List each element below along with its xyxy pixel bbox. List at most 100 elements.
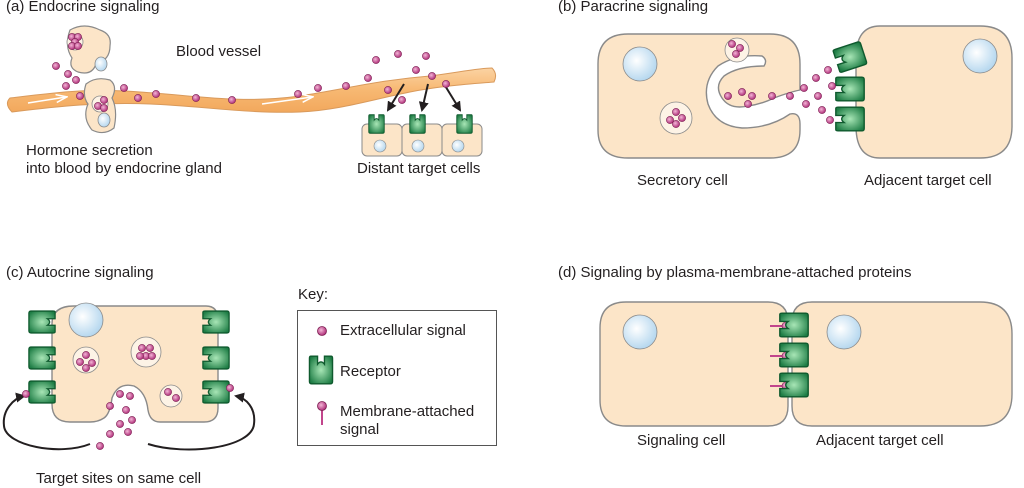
key-label-receptor: Receptor (340, 363, 401, 380)
extracellular-signal-dot (120, 84, 128, 92)
extracellular-signal-dot (124, 428, 132, 436)
receptor-icon (28, 346, 56, 370)
adjacent-target-cell (791, 301, 1013, 427)
receptor-icon (28, 380, 56, 404)
arrow (443, 83, 462, 112)
extracellular-signal-dot (88, 359, 96, 367)
panel-b-paracrine (597, 25, 1013, 159)
extracellular-signal-dot (148, 352, 156, 360)
receptor-icon (835, 76, 865, 102)
extracellular-signal-dot (732, 50, 740, 58)
extracellular-signal-dot (74, 42, 82, 50)
arrow (386, 83, 405, 112)
panel-a-title: (a) Endocrine signaling (6, 0, 160, 15)
extracellular-signal-dot (72, 76, 80, 84)
arrow (2, 392, 91, 451)
extracellular-signal-dot (116, 390, 124, 398)
extracellular-signal-dot (126, 392, 134, 400)
panel-b-title: (b) Paracrine signaling (558, 0, 709, 15)
extracellular-signals (22, 344, 234, 450)
extracellular-signal-dot (134, 94, 142, 102)
extracellular-signal-dot (428, 72, 436, 80)
arrow (147, 392, 256, 451)
extracellular-signal-dot (76, 92, 84, 100)
extracellular-signal-dot (802, 100, 810, 108)
extracellular-signal-dot (728, 40, 736, 48)
panel-c-title: (c) Autocrine signaling (6, 264, 154, 281)
extracellular-signal-dot (800, 84, 808, 92)
extracellular-signals (666, 40, 836, 128)
receptor-icon (456, 114, 473, 134)
receptor-icon (409, 114, 426, 134)
extracellular-signal-dot (824, 66, 832, 74)
extracellular-signal-dot (818, 106, 826, 114)
extracellular-signal-icon (317, 326, 327, 336)
extracellular-signal-dot (106, 430, 114, 438)
extracellular-signal-dot (82, 364, 90, 372)
target-sites-label: Target sites on same cell (36, 470, 202, 487)
panel-d-title: (d) Signaling by plasma-membrane-attache… (558, 264, 912, 281)
receptor-icon (835, 106, 865, 132)
extracellular-signal-dot (826, 116, 834, 124)
extracellular-signal-dot (768, 92, 776, 100)
key-label-membrane-attached-line2: signal (340, 421, 380, 438)
extracellular-signal-dot (672, 108, 680, 116)
hormone-secretion-label-line2: into blood by endocrine gland (26, 160, 222, 177)
receptor-icon (308, 355, 334, 385)
extracellular-signal-dot (314, 84, 322, 92)
blood-vessel-label: Blood vessel (176, 43, 262, 60)
extracellular-signal-dot (192, 94, 200, 102)
receptor-icon (368, 114, 385, 134)
extracellular-signal-dot (678, 114, 686, 122)
extracellular-signal-dot (748, 92, 756, 100)
key-label-membrane-attached-line1: Membrane-attached (340, 403, 475, 420)
extracellular-signal-dot (372, 56, 380, 64)
panel-d-membrane-attached (599, 301, 1013, 427)
distant-target-cells-label: Distant target cells (357, 160, 481, 177)
secretory-cell-label: Secretory cell (637, 172, 728, 189)
extracellular-signal-dot (412, 66, 420, 74)
extracellular-signal-dot (100, 104, 108, 112)
extracellular-signal-dot (122, 406, 130, 414)
extracellular-signal-dot (724, 92, 732, 100)
extracellular-signal-dot (76, 358, 84, 366)
extracellular-signal-dot (62, 82, 70, 90)
extracellular-signal-dot (828, 82, 836, 90)
key-label-extracellular-signal: Extracellular signal (340, 322, 466, 339)
distant-target-cells (361, 114, 483, 157)
signaling-cell-label: Signaling cell (637, 432, 726, 449)
extracellular-signal-dot (398, 96, 406, 104)
adjacent-target-cell-label: Adjacent target cell (816, 432, 944, 449)
hormone-secretion-label-line1: Hormone secretion (26, 142, 153, 159)
extracellular-signal-dot (172, 394, 180, 402)
extracellular-signal-dot (164, 388, 172, 396)
extracellular-signal-dot (52, 62, 60, 70)
extracellular-signal-dot (116, 420, 124, 428)
extracellular-signal-dot (384, 86, 392, 94)
extracellular-signal-dot (128, 416, 136, 424)
flow-arrow (261, 97, 312, 105)
key-title: Key: (298, 286, 329, 303)
extracellular-signals (52, 33, 450, 112)
extracellular-signal-dot (672, 120, 680, 128)
extracellular-signal-dot (786, 92, 794, 100)
extracellular-signal-dot (364, 74, 372, 82)
extracellular-signal-dot (64, 70, 72, 78)
extracellular-signal-dot (342, 82, 350, 90)
extracellular-signal-dot (442, 80, 450, 88)
membrane-attached-signal-icon (317, 401, 327, 425)
extracellular-signal-dot (744, 100, 752, 108)
extracellular-signal-dot (100, 96, 108, 104)
extracellular-signal-dot (152, 90, 160, 98)
panel-a-endocrine (6, 25, 497, 157)
extracellular-signal-dot (814, 92, 822, 100)
panel-c-autocrine (2, 302, 256, 451)
extracellular-signal-dot (82, 351, 90, 359)
extracellular-signal-dot (146, 344, 154, 352)
extracellular-signal-dot (736, 44, 744, 52)
extracellular-signal-dot (96, 442, 104, 450)
flow-arrow (27, 97, 66, 104)
extracellular-signal-dot (294, 90, 302, 98)
key-box: Extracellular signal Receptor Membrane-a… (297, 310, 497, 446)
